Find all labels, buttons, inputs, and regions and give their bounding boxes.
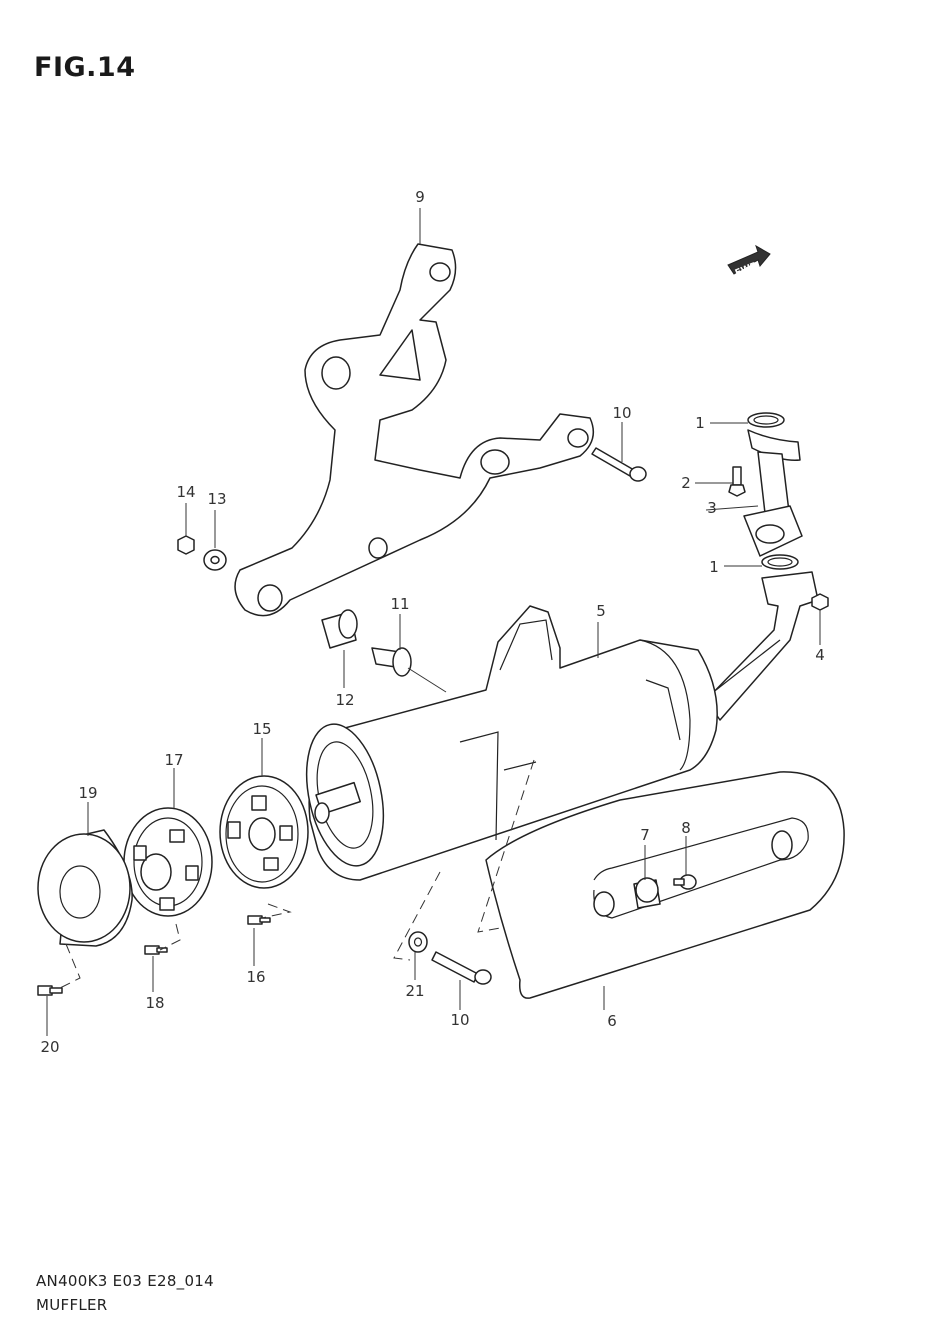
callout-12: 11 (390, 595, 409, 613)
part-19-screw (144, 945, 168, 955)
callout-2: 2 (681, 474, 691, 492)
alignment-lines (59, 759, 535, 989)
callout-6: 6 (607, 1012, 617, 1030)
callout-4: 4 (815, 646, 825, 664)
leader-lines (46, 208, 821, 1036)
callout-10: 10 (612, 404, 631, 422)
part-12-collar (371, 647, 412, 677)
part-11-bolt (431, 951, 492, 985)
part-17-screw (247, 915, 271, 925)
model-code: AN400K3 E03 E28_014 (36, 1272, 214, 1290)
callout-11: 10 (450, 1011, 469, 1029)
part-22-washer (408, 931, 428, 953)
part-1-gasket-upper (747, 412, 785, 428)
part-8-bolt (673, 874, 697, 890)
part-4-nut (811, 593, 829, 611)
part-10-bolt (591, 447, 647, 482)
part-7-spacer (633, 877, 661, 909)
callout-16: 15 (252, 720, 271, 738)
figure-name: MUFFLER (36, 1296, 108, 1314)
callout-13: 12 (335, 691, 354, 709)
callout-8: 8 (681, 819, 691, 837)
callout-19: 18 (145, 994, 164, 1012)
callout-21: 20 (40, 1038, 59, 1056)
callout-3: 3 (707, 499, 717, 517)
callout-17: 16 (246, 968, 265, 986)
callout-1-lower: 1 (709, 558, 719, 576)
part-18-baffle (123, 807, 213, 917)
callout-7: 7 (640, 826, 650, 844)
part-15-nut (177, 535, 195, 555)
part-16-end-plate (219, 775, 309, 889)
callout-5: 5 (596, 602, 606, 620)
callout-14: 13 (207, 490, 226, 508)
callout-1-upper: 1 (695, 414, 705, 432)
figure-title: FIG.14 (34, 52, 136, 83)
part-20-end-cap (37, 829, 133, 947)
callout-20: 19 (78, 784, 97, 802)
callout-9: 9 (415, 188, 425, 206)
part-6-cover (485, 771, 845, 999)
callout-22: 21 (405, 982, 424, 1000)
part-21-screw (37, 985, 63, 996)
part-5-muffler (305, 605, 781, 881)
part-1-gasket-lower (761, 554, 799, 570)
callout-18: 17 (164, 751, 183, 769)
part-9-bracket (234, 243, 595, 617)
part-13-bushing (321, 609, 358, 649)
part-14-washer (203, 549, 227, 571)
fwd-arrow-icon: FWD (727, 244, 771, 279)
part-3-exhaust-pipe (705, 429, 819, 721)
callout-15: 14 (176, 483, 195, 501)
part-2-bolt (728, 466, 746, 497)
callouts: 9 10 1 2 3 1 4 5 14 13 11 12 15 17 19 7 … (40, 188, 824, 1056)
